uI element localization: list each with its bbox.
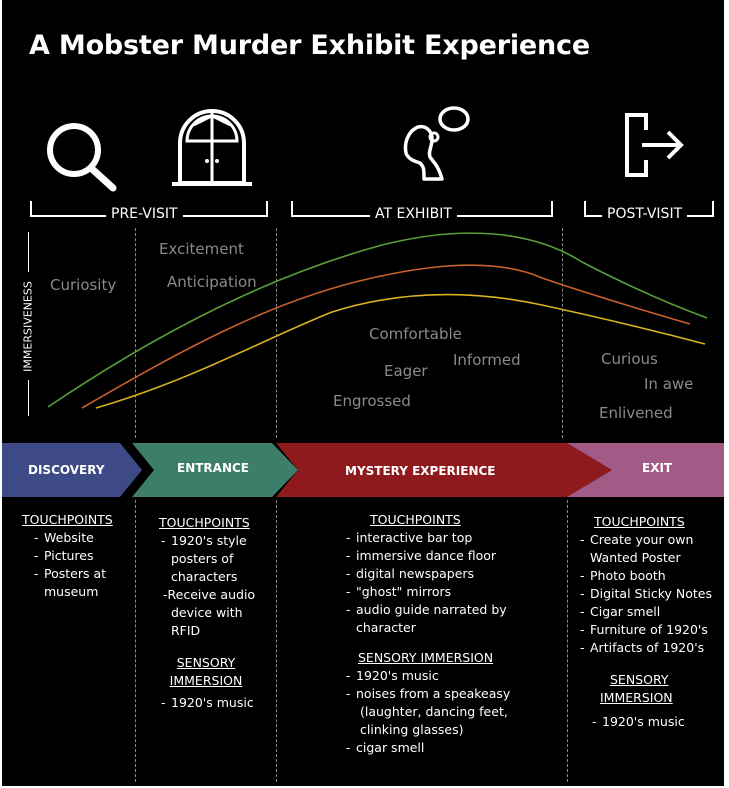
- emotion-enlivened: Enlivened: [599, 404, 673, 422]
- list-item: immersive dance floor: [344, 547, 524, 565]
- discovery-touchpoints: Website Pictures Posters at museum: [22, 529, 122, 601]
- axis-line-bottom: [28, 380, 29, 416]
- list-item: 1920's music: [159, 694, 271, 712]
- separator-line: [135, 500, 136, 782]
- stage-entrance: ENTRANCE: [177, 461, 249, 475]
- list-item: characters: [171, 569, 238, 584]
- list-item: Wanted Poster: [590, 550, 681, 565]
- list-item: Furniture of 1920's: [578, 621, 723, 639]
- list-item: 1920's style: [159, 532, 271, 550]
- discovery-touchpoints-title: TOUCHPOINTS: [22, 512, 113, 527]
- emotion-engrossed: Engrossed: [333, 392, 411, 410]
- exit-sensory: 1920's music: [578, 713, 723, 731]
- exit-sensory-title-2: IMMERSION: [600, 690, 673, 705]
- mystery-sensory: 1920's music noises from a speakeasy (la…: [344, 667, 524, 757]
- emotion-informed: Informed: [453, 351, 521, 369]
- emotion-anticipation: Anticipation: [167, 273, 257, 291]
- list-item: noises from a speakeasy: [344, 685, 524, 703]
- separator-line: [276, 500, 277, 782]
- separator-line: [135, 228, 136, 438]
- page-title: A Mobster Murder Exhibit Experience: [29, 30, 590, 61]
- emotion-eager: Eager: [384, 362, 428, 380]
- phase-at-exhibit: AT EXHIBIT: [370, 206, 457, 222]
- emotion-curious: Curious: [601, 350, 658, 368]
- entrance-column: TOUCHPOINTS 1920's style posters of char…: [159, 514, 271, 712]
- separator-line: [567, 500, 568, 782]
- mystery-column: TOUCHPOINTS interactive bar top immersiv…: [344, 511, 524, 757]
- list-item: Website: [32, 529, 122, 547]
- entrance-touchpoints-title: TOUCHPOINTS: [159, 515, 250, 530]
- phase-post-visit: POST-VISIT: [602, 206, 688, 222]
- exit-touchpoints-title: TOUCHPOINTS: [594, 514, 685, 529]
- stage-discovery: DISCOVERY: [28, 463, 105, 477]
- entrance-sensory: 1920's music: [159, 694, 271, 712]
- search-icon: [47, 123, 117, 192]
- entrance-touchpoints: 1920's style posters of characters -Rece…: [159, 532, 271, 640]
- list-item: Artifacts of 1920's: [578, 639, 723, 657]
- entrance-sensory-title-2: IMMERSION: [169, 673, 243, 688]
- curve-green: [47, 232, 708, 408]
- list-item: cigar smell: [344, 739, 524, 757]
- list-item: -Receive audio: [163, 587, 256, 602]
- list-item: (laughter, dancing feet,: [360, 704, 508, 719]
- list-item: Digital Sticky Notes: [578, 585, 723, 603]
- list-item: Cigar smell: [578, 603, 723, 621]
- stage-band: [2, 443, 724, 497]
- stage-mystery-experience: MYSTERY EXPERIENCE: [345, 464, 496, 478]
- exit-touchpoints: Create your own Wanted Poster Photo boot…: [578, 531, 723, 657]
- thinking-person-icon: [403, 106, 470, 181]
- curve-yellow: [95, 293, 706, 409]
- phase-pre-visit: PRE-VISIT: [106, 206, 183, 222]
- stage-discovery-shape: [2, 443, 142, 497]
- exit-sensory-title: SENSORY: [610, 672, 669, 687]
- list-item: "ghost" mirrors: [344, 583, 524, 601]
- emotion-comfortable: Comfortable: [369, 325, 462, 343]
- separator-line: [276, 228, 277, 438]
- stage-entrance-shape: [132, 443, 298, 497]
- entrance-sensory-title: SENSORY: [176, 655, 236, 670]
- stage-exit-shape: [567, 443, 724, 497]
- list-item: Pictures: [32, 547, 122, 565]
- list-item: posters of: [171, 551, 234, 566]
- list-item: clinking glasses): [360, 722, 464, 737]
- list-item: Posters at: [32, 565, 122, 583]
- list-item: interactive bar top: [344, 529, 524, 547]
- list-item: digital newspapers: [344, 565, 524, 583]
- exit-icon: [625, 113, 684, 177]
- discovery-column: TOUCHPOINTS Website Pictures Posters at …: [22, 511, 122, 601]
- door-icon: [172, 109, 252, 186]
- emotion-in-awe: In awe: [644, 375, 694, 393]
- exit-column: TOUCHPOINTS Create your own Wanted Poste…: [578, 513, 723, 731]
- mystery-sensory-title: SENSORY IMMERSION: [358, 650, 494, 665]
- axis-line-top: [28, 232, 29, 272]
- mystery-touchpoints-title: TOUCHPOINTS: [370, 512, 461, 527]
- list-item: 1920's music: [344, 667, 524, 685]
- list-item: Photo booth: [578, 567, 723, 585]
- immersion-curves: [47, 232, 708, 409]
- stage-exit: EXIT: [642, 461, 673, 475]
- list-item: RFID: [171, 623, 201, 638]
- curve-orange: [81, 264, 691, 409]
- stage-mystery-shape: [276, 443, 612, 497]
- list-item: museum: [44, 584, 99, 599]
- emotion-excitement: Excitement: [159, 240, 244, 258]
- mystery-touchpoints: interactive bar top immersive dance floo…: [344, 529, 524, 637]
- list-item: Create your own: [578, 531, 723, 549]
- list-item: audio guide narrated by: [344, 601, 524, 619]
- emotion-curiosity: Curiosity: [50, 276, 117, 294]
- list-item: 1920's music: [590, 713, 723, 731]
- list-item: device with: [171, 605, 243, 620]
- separator-line: [562, 228, 563, 438]
- list-item: character: [356, 620, 416, 635]
